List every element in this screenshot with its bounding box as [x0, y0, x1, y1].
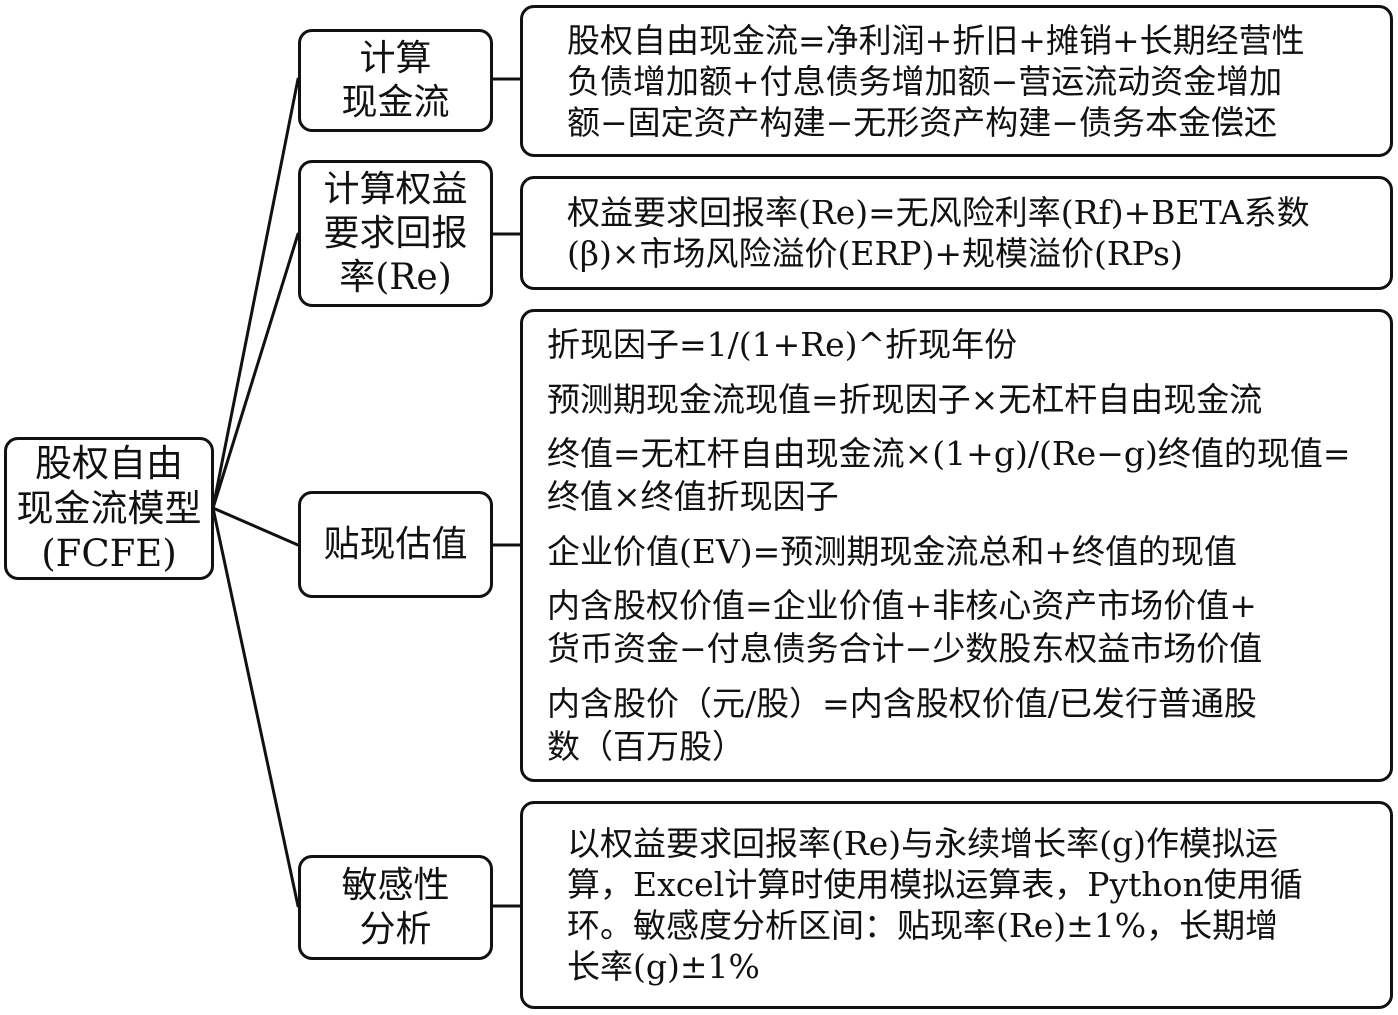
detail-box-sensitivity: 以权益要求回报率(Re)与永续增长率(g)作模拟运 算，Excel计算时使用模拟… [520, 801, 1393, 1009]
branch-node-required-return: 计算权益 要求回报 率(Re) [298, 160, 493, 307]
valuation-line-terminal-value: 终值=无杠杆自由现金流×(1+g)/(Re−g)终值的现值= 终值×终值折现因子 [547, 434, 1351, 517]
branch-node-discount-valuation-label: 贴现估值 [323, 523, 468, 565]
detail-box-cash-flow: 股权自由现金流=净利润+折旧+摊销+长期经营性 负债增加额+付息债务增加额−营运… [520, 5, 1393, 157]
root-to-cash-flow-line [211, 77, 300, 510]
detail-text-sensitivity: 以权益要求回报率(Re)与永续增长率(g)作模拟运 算，Excel计算时使用模拟… [567, 824, 1303, 986]
root-node-label: 股权自由 现金流模型 (FCFE) [16, 442, 202, 575]
valuation-line-discount-factor: 折现因子=1/(1+Re)^折现年份 [547, 325, 1018, 365]
branch-node-cash-flow-label: 计算 现金流 [341, 37, 450, 123]
branch-node-sensitivity: 敏感性 分析 [298, 855, 493, 960]
valuation-line-forecast-present-value: 预测期现金流现值=折现因子×无杠杆自由现金流 [547, 379, 1263, 419]
valuation-line-enterprise-value: 企业价值(EV)=预测期现金流总和+终值的现值 [547, 531, 1237, 571]
branch-node-cash-flow: 计算 现金流 [298, 29, 493, 132]
root-to-required-return-line [211, 232, 300, 510]
branch-node-discount-valuation: 贴现估值 [298, 491, 493, 598]
detail-box-required-return: 权益要求回报率(Re)=无风险利率(Rf)+BETA系数 (β)×市场风险溢价(… [520, 176, 1393, 290]
detail-box-discount-valuation: 折现因子=1/(1+Re)^折现年份 预测期现金流现值=折现因子×无杠杆自由现金… [520, 309, 1393, 782]
root-to-discount-valuation-line [211, 506, 300, 547]
detail-text-required-return: 权益要求回报率(Re)=无风险利率(Rf)+BETA系数 (β)×市场风险溢价(… [567, 193, 1310, 273]
branch-node-sensitivity-label: 敏感性 分析 [341, 864, 450, 950]
root-node-fcfe-model: 股权自由 现金流模型 (FCFE) [4, 437, 214, 580]
root-to-sensitivity-line [211, 506, 300, 908]
valuation-line-share-price: 内含股价（元/股）=内含股权价值/已发行普通股 数（百万股） [547, 683, 1257, 766]
detail-text-cash-flow: 股权自由现金流=净利润+折旧+摊销+长期经营性 负债增加额+付息债务增加额−营运… [567, 20, 1305, 142]
valuation-line-equity-value: 内含股权价值=企业价值+非核心资产市场价值+ 货币资金−付息债务合计−少数股东权… [547, 586, 1263, 669]
branch-node-required-return-label: 计算权益 要求回报 率(Re) [323, 168, 468, 298]
